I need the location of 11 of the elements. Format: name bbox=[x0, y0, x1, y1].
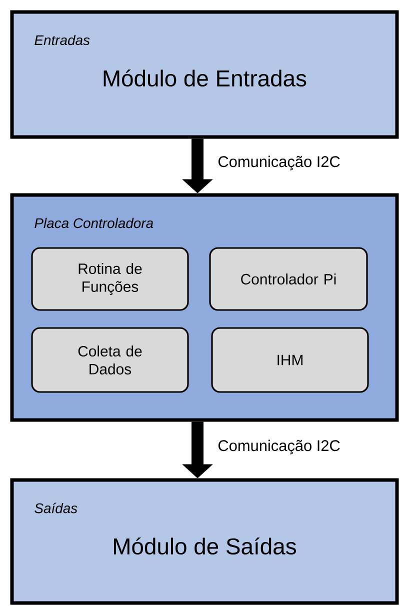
box-label: Módulo de Saídas bbox=[114, 537, 296, 555]
function-box: Controlador Pi bbox=[209, 247, 368, 311]
box-title: Saídas bbox=[34, 502, 78, 514]
function-box: Rotina de Funções bbox=[31, 247, 189, 311]
function-box: Coleta de Dados bbox=[31, 327, 189, 393]
box-label: Módulo de Entradas bbox=[104, 69, 306, 87]
function-box: IHM bbox=[211, 327, 369, 393]
edge-label: Comunicação I2C bbox=[218, 440, 340, 454]
box-title: Entradas bbox=[34, 34, 90, 46]
edge-label: Comunicação I2C bbox=[218, 156, 340, 170]
box-title: Placa Controladora bbox=[34, 218, 154, 228]
